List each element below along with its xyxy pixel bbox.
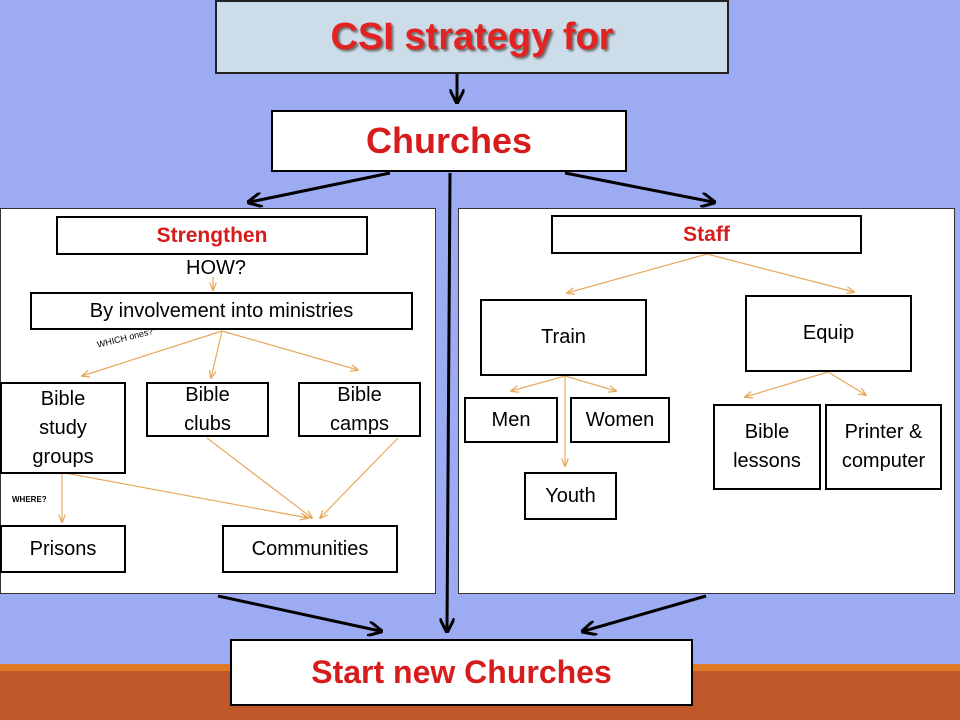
staff-box: Staff [551, 215, 862, 254]
prisons-box: Prisons [0, 525, 126, 573]
communities-box: Communities [222, 525, 398, 573]
where-label: WHERE? [12, 495, 47, 504]
youth-box: Youth [524, 472, 617, 520]
men-label: Men [491, 408, 531, 431]
train-box: Train [480, 299, 647, 376]
prisons-label: Prisons [29, 537, 97, 560]
start-new-churches-label: Start new Churches [311, 654, 612, 690]
youth-label: Youth [545, 484, 596, 507]
women-box: Women [570, 397, 670, 443]
involvement-label: By involvement into ministries [89, 299, 354, 322]
bible-camps-box: Bible camps [298, 382, 421, 437]
bible-lessons-label: Bible lessons [733, 421, 801, 472]
strengthen-label: Strengthen [156, 223, 268, 247]
printer-computer-box: Printer & computer [825, 404, 942, 490]
title-text: CSI strategy for [330, 15, 614, 58]
bible-camps-label: Bible camps [330, 383, 389, 435]
equip-label: Equip [802, 322, 855, 344]
staff-label: Staff [683, 222, 730, 246]
printer-computer-label: Printer & computer [841, 421, 926, 472]
start-new-churches-box: Start new Churches [230, 639, 693, 706]
bible-clubs-box: Bible clubs [146, 382, 269, 437]
women-label: Women [585, 408, 655, 431]
bible-lessons-box: Bible lessons [713, 404, 821, 490]
how-label: HOW? [186, 257, 246, 279]
train-label: Train [541, 326, 586, 348]
strengthen-box: Strengthen [56, 216, 368, 255]
involvement-box: By involvement into ministries [30, 292, 413, 330]
bible-study-groups-label: Bible study groups [32, 387, 94, 468]
communities-label: Communities [251, 537, 369, 560]
churches-box: Churches [271, 110, 627, 172]
title-box: CSI strategy for [215, 0, 729, 74]
churches-label: Churches [365, 120, 533, 161]
equip-box: Equip [745, 295, 912, 372]
bible-clubs-label: Bible clubs [184, 383, 231, 435]
men-box: Men [464, 397, 558, 443]
bible-study-groups-box: Bible study groups [0, 382, 126, 474]
